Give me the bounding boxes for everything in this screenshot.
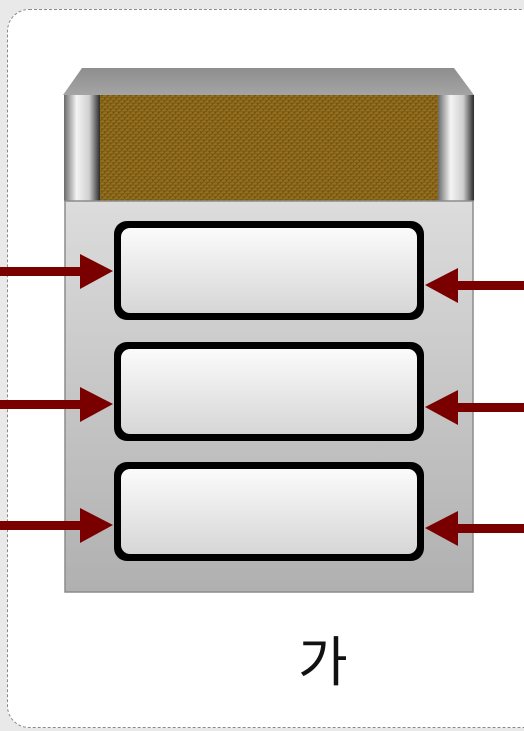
left-arrow-2 <box>0 387 113 422</box>
housing-top-face <box>63 68 474 95</box>
left-roller <box>64 95 100 201</box>
diagram-caption: 가 <box>298 631 348 694</box>
housing-band <box>64 95 474 201</box>
left-arrow-3 <box>0 508 113 543</box>
slot-3 <box>114 462 424 561</box>
right-arrow-2 <box>425 390 524 425</box>
slot-1 <box>114 221 424 320</box>
right-arrow-3 <box>425 511 524 546</box>
left-arrow-1 <box>0 254 113 289</box>
right-arrow-1 <box>425 268 524 303</box>
right-roller <box>438 95 474 201</box>
slot-2 <box>114 342 424 441</box>
